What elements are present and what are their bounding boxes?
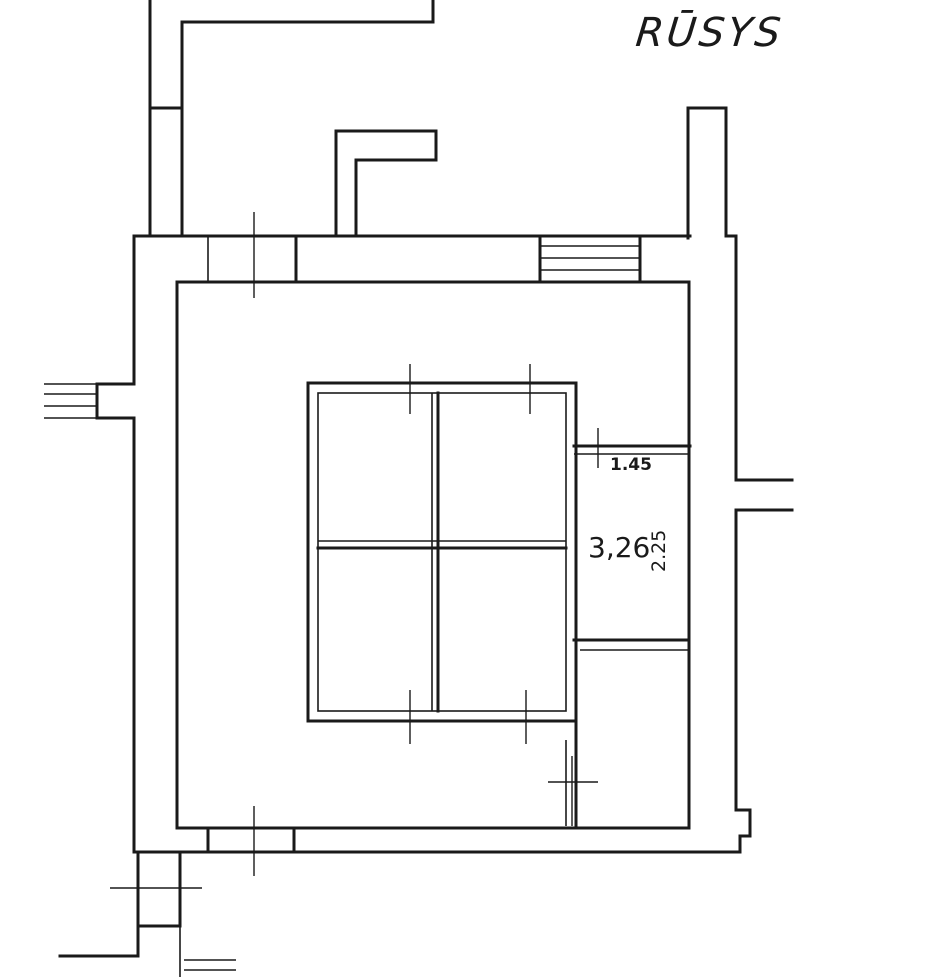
- dimension-width-label: 1.45: [610, 455, 652, 475]
- top-chimney-notch: [334, 129, 438, 236]
- small-room: [548, 428, 692, 828]
- main-room-outline: [175, 280, 691, 830]
- plan-title: RŪSYS: [633, 10, 786, 56]
- bottom-wall: [132, 806, 742, 876]
- central-grid-structure: [306, 364, 578, 744]
- top-right-outer-wall: [686, 106, 794, 838]
- bottom-left-stair: [58, 850, 236, 977]
- room-area-label: 3,26: [588, 531, 651, 564]
- top-left-outer-wall: [148, 0, 435, 238]
- left-outer-wall: [44, 234, 136, 854]
- top-wall: [132, 212, 692, 298]
- dimension-height-label: 2.25: [648, 529, 670, 572]
